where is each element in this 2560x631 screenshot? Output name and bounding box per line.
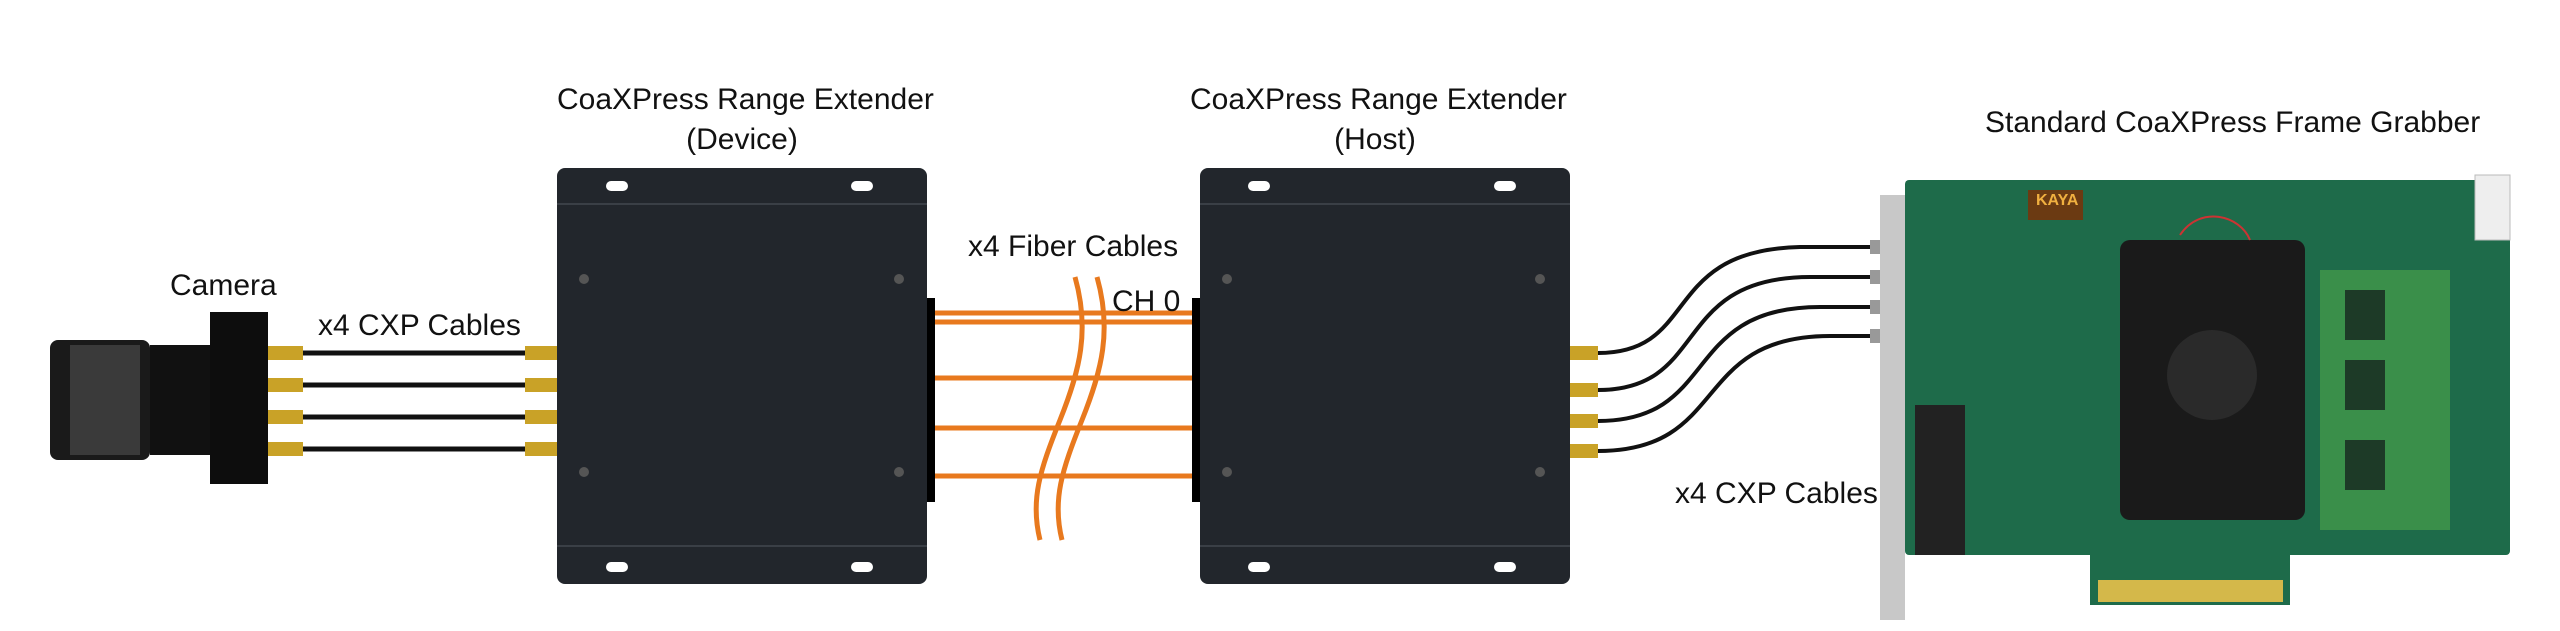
screw	[1222, 467, 1232, 477]
fiber-cables	[935, 276, 1200, 541]
camera	[50, 312, 268, 484]
power-connector	[2474, 174, 2511, 241]
screw	[1535, 274, 1545, 284]
device-title: CoaXPress Range Extender (Device)	[557, 80, 934, 160]
screw	[1222, 274, 1232, 284]
lens-grip	[70, 345, 140, 455]
cxp-cables-left	[268, 346, 557, 456]
mount-slot	[606, 562, 628, 572]
mount-slot	[851, 562, 873, 572]
frame-grabber-title: Standard CoaXPress Frame Grabber	[1985, 106, 2481, 139]
cxp-cable	[1570, 329, 1890, 458]
fan-hub	[2167, 330, 2257, 420]
camera-label: Camera	[170, 269, 277, 302]
cxp-cables-right-label: x4 CXP Cables	[1675, 477, 1878, 510]
mount-slot	[1248, 181, 1270, 191]
brand-logo-bg	[2028, 190, 2083, 220]
screw	[894, 274, 904, 284]
host-title: CoaXPress Range Extender (Host)	[1190, 80, 1567, 160]
screw	[894, 467, 904, 477]
cxp-cable	[1570, 300, 1890, 428]
device-title-line2: (Device)	[686, 123, 798, 156]
cxp-cable	[268, 346, 557, 360]
lens-mount	[150, 345, 215, 455]
range-extender-device	[557, 168, 935, 584]
pcie-edge-connector	[2098, 580, 2283, 602]
frame-grabber	[1880, 174, 2511, 620]
mount-slot	[851, 181, 873, 191]
dsub-connector	[1915, 405, 1965, 555]
range-extender-host	[1192, 168, 1570, 584]
device-title-line1: CoaXPress Range Extender	[557, 83, 934, 116]
cxp-cable	[268, 410, 557, 424]
screw	[579, 467, 589, 477]
host-title-line1: CoaXPress Range Extender	[1190, 83, 1567, 116]
cxp-cable	[268, 442, 557, 456]
cxp-cables-left-label: x4 CXP Cables	[318, 309, 521, 342]
screw	[579, 274, 589, 284]
mount-slot	[1494, 181, 1516, 191]
camera-body	[210, 312, 268, 484]
mount-slot	[1248, 562, 1270, 572]
break-mark	[1033, 276, 1085, 541]
mount-slot	[1494, 562, 1516, 572]
mount-slot	[606, 181, 628, 191]
fiber-cables-label: x4 Fiber Cables	[968, 230, 1179, 263]
host-title-line2: (Host)	[1334, 123, 1416, 156]
brand-logo: KAYA	[2036, 192, 2079, 209]
screw	[1535, 467, 1545, 477]
pci-bracket	[1880, 195, 1905, 620]
red-wire	[2179, 215, 2251, 241]
cxp-cables-right	[1570, 240, 1890, 458]
channel-0-label: CH 0	[1112, 285, 1181, 318]
cxp-cable	[268, 378, 557, 392]
cxp-cable	[1570, 240, 1890, 360]
